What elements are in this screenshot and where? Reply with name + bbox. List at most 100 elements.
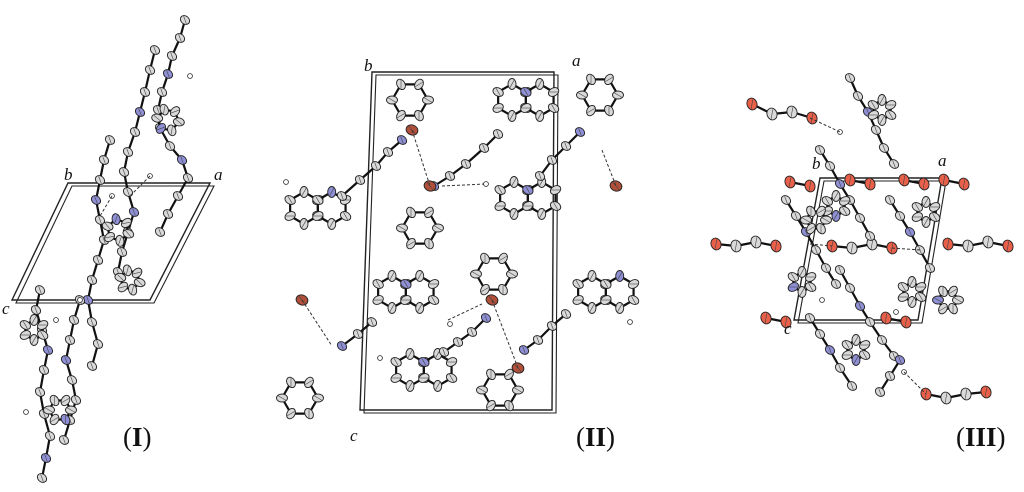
ellipsoid-axis xyxy=(98,216,102,224)
ellipsoid-axis xyxy=(94,196,98,204)
ellipsoid-axis xyxy=(434,225,442,231)
ellipsoid-axis xyxy=(72,316,76,324)
ellipsoid-axis xyxy=(564,142,568,150)
ellipsoid-axis xyxy=(170,125,173,135)
ellipsoid-axis xyxy=(511,210,517,218)
hydrogen-atom xyxy=(77,297,83,303)
ellipsoid-axis xyxy=(435,382,441,390)
ellipsoid-axis xyxy=(614,92,622,98)
ellipsoid-axis xyxy=(818,330,822,338)
ellipsoid-axis xyxy=(143,88,147,96)
ellipsoid-axis xyxy=(553,202,559,210)
ellipsoid-axis xyxy=(784,317,788,327)
ellipsoid-axis xyxy=(125,266,129,275)
ellipsoid-axis xyxy=(714,239,718,249)
ellipsoid-axis xyxy=(50,417,59,422)
ellipsoid-axis xyxy=(136,279,143,286)
ellipsoid-axis xyxy=(892,160,896,168)
panel-iii-axis-a-label: a xyxy=(938,151,947,170)
ellipsoid-axis xyxy=(153,115,161,122)
ellipsoid-axis xyxy=(770,109,774,119)
hydrogen-atom xyxy=(377,355,383,361)
ellipsoid-axis xyxy=(986,237,990,247)
ellipsoid-axis xyxy=(343,212,349,220)
ellipsoid-axis xyxy=(944,393,948,403)
ellipsoid-axis xyxy=(631,296,637,304)
ellipsoid-axis xyxy=(398,225,406,231)
ellipsoid-axis xyxy=(617,304,623,312)
ellipsoid-axis xyxy=(74,396,78,404)
hydrogen-atom xyxy=(283,179,289,185)
ellipsoid-axis xyxy=(514,387,522,393)
ellipsoid-axis xyxy=(794,212,798,220)
ellipsoid-axis xyxy=(301,220,307,228)
ellipsoid-axis xyxy=(578,128,582,136)
ellipsoid-axis xyxy=(850,382,854,390)
ellipsoid-axis xyxy=(70,376,74,384)
ellipsoid-axis xyxy=(617,272,623,280)
panel-ii-unit-cell-edge xyxy=(363,74,559,414)
ellipsoid-axis xyxy=(612,182,620,190)
ellipsoid-axis xyxy=(774,241,778,251)
ellipsoid-axis xyxy=(96,340,100,348)
ellipsoid-axis xyxy=(470,328,474,336)
ellipsoid-axis xyxy=(918,246,922,254)
ellipsoid-axis xyxy=(90,362,94,370)
ellipsoid-axis xyxy=(175,118,183,125)
hydrogen-atom xyxy=(819,297,825,303)
panel-iii-label: (III) xyxy=(956,422,1006,452)
ellipsoid-axis xyxy=(966,241,970,251)
ellipsoid-axis xyxy=(853,356,859,364)
ellipsoid-axis xyxy=(278,395,286,401)
ellipsoid-axis xyxy=(176,192,180,200)
ellipsoid-axis xyxy=(431,296,437,304)
ellipsoid-axis xyxy=(949,288,957,294)
ellipsoid-axis xyxy=(538,172,542,180)
ellipsoid-axis xyxy=(497,186,503,194)
ellipsoid-axis xyxy=(120,248,124,256)
ellipsoid-axis xyxy=(105,236,114,239)
panel-ii-axis-c-label: c xyxy=(350,426,358,445)
ellipsoid-axis xyxy=(824,197,830,205)
ellipsoid-axis xyxy=(62,436,66,444)
ellipsoid-axis xyxy=(505,371,513,377)
ellipsoid-axis xyxy=(868,232,872,240)
ellipsoid-axis xyxy=(858,214,862,222)
ellipsoid-axis xyxy=(98,176,102,184)
ellipsoid-axis xyxy=(168,142,172,150)
panel-ii-label: (II) xyxy=(576,422,616,452)
ellipsoid-axis xyxy=(525,186,531,194)
ellipsoid-axis xyxy=(48,432,52,440)
ellipsoid-axis xyxy=(923,198,929,206)
ellipsoid-axis xyxy=(449,374,455,382)
ellipsoid-axis xyxy=(850,243,854,253)
ellipsoid-axis xyxy=(358,176,362,184)
ellipsoid-axis xyxy=(880,336,884,344)
ellipsoid-axis xyxy=(908,228,912,236)
ellipsoid-axis xyxy=(918,293,924,301)
ellipsoid-axis xyxy=(564,310,568,318)
ellipsoid-axis xyxy=(186,174,190,182)
ellipsoid-axis xyxy=(415,81,423,87)
ellipsoid-axis xyxy=(31,316,37,324)
ellipsoid-axis xyxy=(397,113,405,119)
ellipsoid-axis xyxy=(870,101,876,109)
ellipsoid-axis xyxy=(833,212,839,220)
ellipsoid-axis xyxy=(301,188,307,196)
ellipsoid-axis xyxy=(799,268,805,276)
ellipsoid-axis xyxy=(400,136,404,144)
ellipsoid-axis xyxy=(305,379,313,385)
ellipsoid-axis xyxy=(923,218,929,226)
ellipsoid-axis xyxy=(575,280,581,288)
ellipsoid-axis xyxy=(536,336,540,344)
ellipsoid-axis xyxy=(888,372,892,380)
ellipsoid-axis xyxy=(163,105,166,115)
ellipsoid-axis xyxy=(939,306,947,312)
ellipsoid-axis xyxy=(804,228,808,236)
ellipsoid-axis xyxy=(42,366,46,374)
ellipsoid-axis xyxy=(64,356,68,364)
ellipsoid-axis xyxy=(495,88,501,96)
ellipsoid-axis xyxy=(424,97,432,103)
ellipsoid-axis xyxy=(509,112,515,120)
hydrogen-bond xyxy=(903,371,927,395)
